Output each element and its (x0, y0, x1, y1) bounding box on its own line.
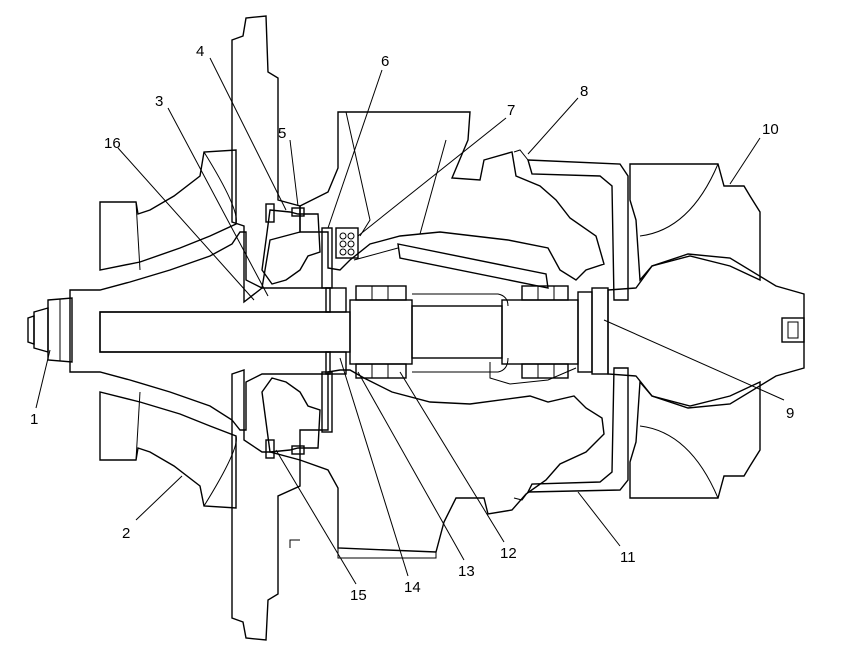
leader-2 (135, 475, 183, 521)
leader-11 (577, 491, 621, 547)
callout-13: 13 (458, 563, 475, 580)
turbine-wheel (607, 163, 805, 499)
leader-4 (209, 57, 287, 211)
leader-3 (167, 107, 269, 297)
journal-bearings (349, 285, 579, 385)
leader-lines (35, 57, 785, 585)
callout-1: 1 (30, 411, 38, 428)
leader-15 (275, 449, 357, 585)
thrust-bearing-assembly (261, 203, 359, 459)
leader-8 (527, 97, 579, 155)
shaft-nut (27, 297, 351, 363)
heat-shield (513, 149, 629, 501)
leader-7 (357, 117, 507, 237)
leader-1 (35, 349, 51, 409)
callout-5: 5 (278, 125, 286, 142)
callout-6: 6 (381, 53, 389, 70)
leader-5 (289, 139, 299, 207)
callout-4: 4 (196, 43, 204, 60)
callout-2: 2 (122, 525, 130, 542)
leader-12 (399, 371, 505, 543)
leader-14 (339, 357, 409, 577)
callout-8: 8 (580, 83, 588, 100)
callout-12: 12 (500, 545, 517, 562)
shaft (99, 311, 351, 353)
callout-3: 3 (155, 93, 163, 110)
callout-14: 14 (404, 579, 421, 596)
compressor-wheel (69, 149, 331, 509)
leader-9 (603, 319, 785, 401)
callout-9: 9 (786, 405, 794, 422)
leader-6 (327, 69, 383, 229)
leader-10 (729, 137, 761, 185)
turbine-seal-ring (577, 287, 609, 375)
callout-11: 11 (620, 549, 636, 566)
callout-16: 16 (104, 135, 121, 152)
callout-15: 15 (350, 587, 367, 604)
callout-7: 7 (507, 102, 515, 119)
callout-labels: 1 2 3 4 5 6 7 8 9 10 11 12 13 14 15 16 (30, 43, 794, 604)
bearing-housing (289, 111, 605, 559)
leader-13 (357, 371, 465, 561)
callout-10: 10 (762, 121, 779, 138)
leader-16 (117, 147, 255, 301)
